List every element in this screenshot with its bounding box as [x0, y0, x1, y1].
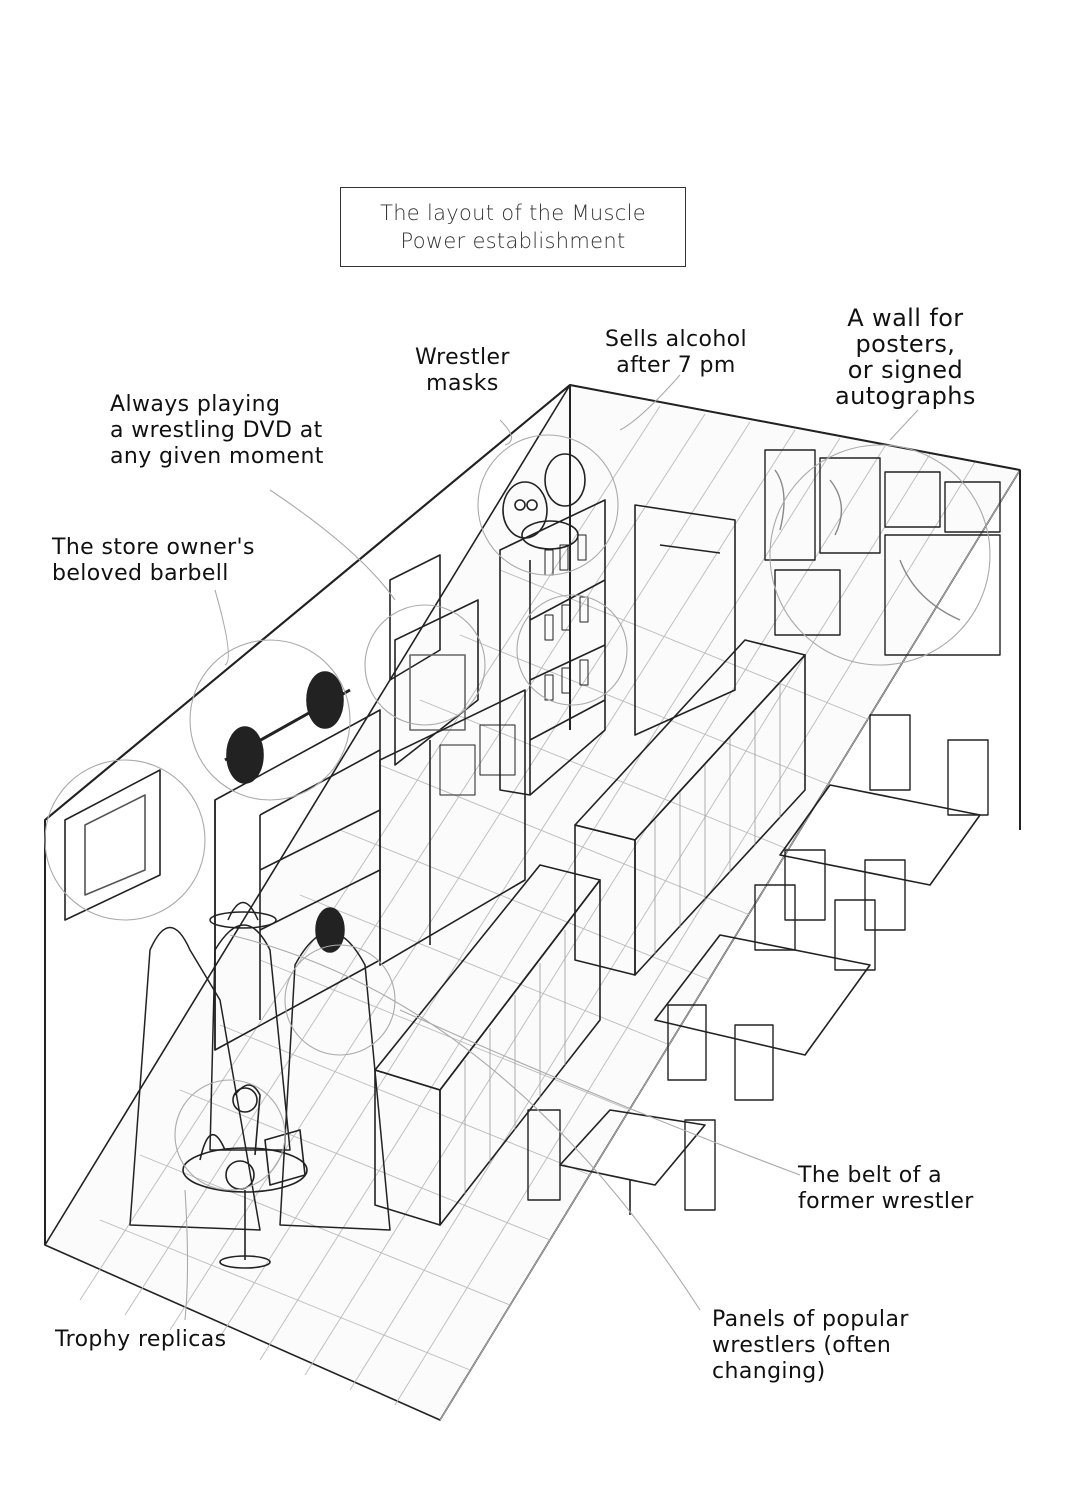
label-belt-line-2: former wrestler	[798, 1189, 974, 1214]
label-barbell-line-2: beloved barbell	[52, 561, 229, 586]
label-wall-line-2: posters,	[855, 330, 956, 358]
label-alcohol: Sells alcohol after 7 pm	[605, 327, 747, 379]
label-trophy: Trophy replicas	[55, 1327, 226, 1353]
barbell-shelf	[214, 671, 381, 1051]
wrestler-masks	[502, 453, 586, 550]
walls	[44, 384, 1021, 1245]
label-masks-line-1: Wrestler	[415, 345, 510, 370]
page-title-line-1: The layout of the Muscle	[380, 201, 646, 225]
label-dvd-line-2: a wrestling DVD at	[110, 418, 323, 443]
wall-frame	[64, 769, 161, 921]
label-barbell-line-1: The store owner's	[52, 535, 255, 560]
trophy-table	[182, 1084, 308, 1269]
floor	[44, 384, 1021, 1421]
label-trophy-line-1: Trophy replicas	[55, 1327, 227, 1352]
label-dvd-line-3: any given moment	[110, 444, 324, 469]
label-masks: Wrestler masks	[415, 345, 510, 397]
label-panels-line-2: wrestlers (often	[712, 1333, 892, 1358]
label-alcohol-line-1: Sells alcohol	[605, 327, 748, 352]
label-panels-line-3: changing)	[712, 1359, 826, 1384]
label-panels: Panels of popular wrestlers (often chang…	[712, 1307, 909, 1385]
label-alcohol-line-2: after 7 pm	[616, 353, 736, 378]
label-dvd-line-1: Always playing	[110, 392, 281, 417]
callouts	[44, 374, 991, 1321]
label-wall: A wall for posters, or signed autographs	[835, 305, 976, 409]
counter-back	[574, 639, 806, 976]
label-wall-line-4: autographs	[835, 382, 976, 410]
liquor-shelf	[499, 499, 606, 796]
tables-chairs	[527, 714, 989, 1215]
label-belt-line-1: The belt of a	[798, 1163, 943, 1188]
label-masks-line-2: masks	[426, 371, 499, 396]
page-title-box: The layout of the Muscle Power establish…	[340, 187, 686, 267]
label-barbell: The store owner's beloved barbell	[52, 535, 255, 587]
counter-front	[374, 864, 601, 1226]
back-door	[634, 504, 736, 736]
label-wall-line-3: or signed	[847, 356, 964, 384]
label-dvd: Always playing a wrestling DVD at any gi…	[110, 392, 324, 470]
label-panels-line-1: Panels of popular	[712, 1307, 909, 1332]
page-title-line-2: Power establishment	[400, 229, 626, 253]
poster-wall	[764, 449, 1001, 656]
label-belt: The belt of a former wrestler	[798, 1163, 974, 1215]
label-wall-line-1: A wall for	[847, 304, 964, 332]
